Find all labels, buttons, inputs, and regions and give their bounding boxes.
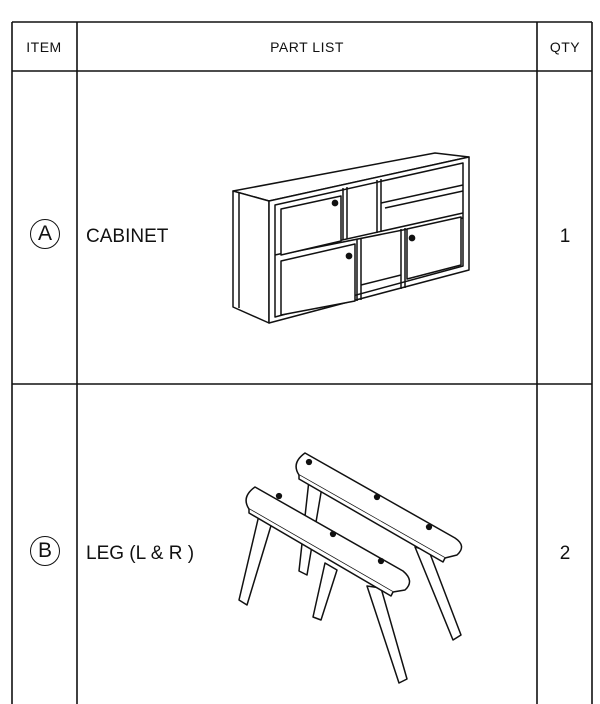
part-name-leg: LEG (L & R ) bbox=[86, 543, 195, 564]
part-name-cabinet: CABINET bbox=[86, 226, 169, 247]
legs-drawing bbox=[238, 452, 463, 684]
header-item: ITEM bbox=[26, 39, 62, 55]
header-qty: QTY bbox=[549, 39, 581, 55]
qty-leg: 2 bbox=[559, 543, 571, 564]
cabinet-drawing bbox=[232, 152, 470, 324]
item-id-a: A bbox=[30, 219, 60, 249]
qty-cabinet: 1 bbox=[559, 226, 571, 247]
item-id-b: B bbox=[30, 536, 60, 566]
header-part-list: PART LIST bbox=[270, 39, 344, 55]
